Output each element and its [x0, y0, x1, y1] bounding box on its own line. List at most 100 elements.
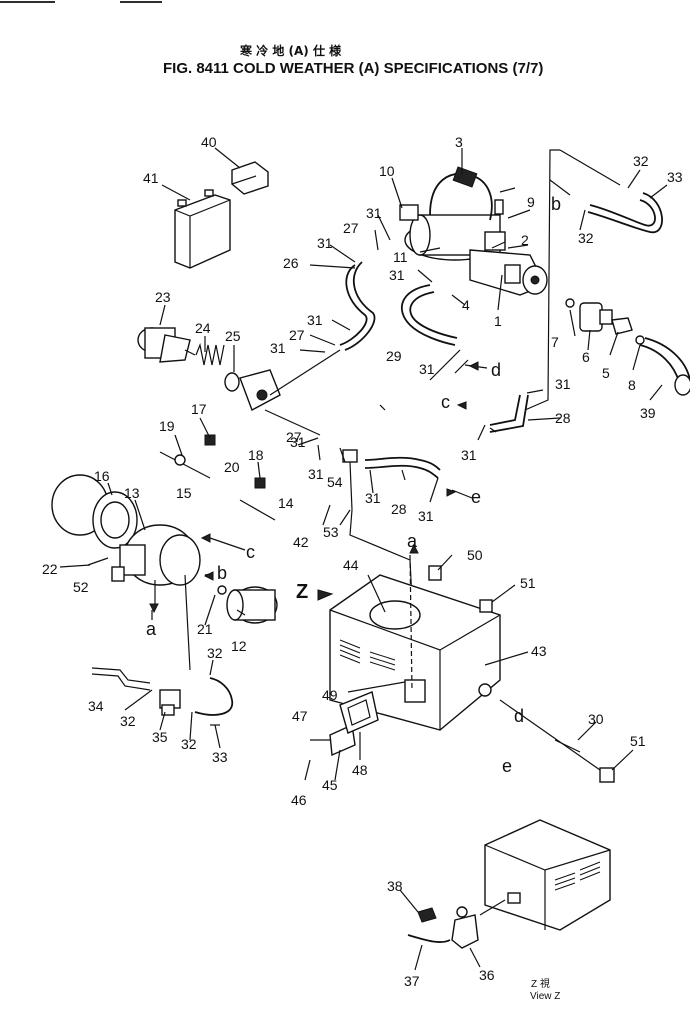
callout-46: 46 [291, 792, 307, 808]
callout-8: 8 [628, 377, 636, 393]
callout-45: 45 [322, 777, 338, 793]
hose-26 [339, 264, 368, 346]
hose-34-outer [91, 673, 151, 691]
callout-32b: 32 [578, 230, 594, 246]
callout-4: 4 [462, 297, 470, 313]
connector-line-b-top [524, 149, 560, 411]
view-z-caption: View Z [530, 991, 560, 1002]
callout-19: 19 [159, 418, 175, 434]
screw-18 [254, 477, 266, 489]
callout-39: 39 [640, 405, 656, 421]
hose-28-upper [489, 394, 521, 426]
callout-22: 22 [42, 561, 58, 577]
hose-39 [639, 344, 681, 386]
pipe-53-leader [349, 509, 413, 601]
callout-31a: 31 [366, 205, 382, 221]
callout-13: 13 [124, 485, 140, 501]
callout-16: 16 [94, 468, 110, 484]
callout-32a: 32 [633, 153, 649, 169]
callout-32e: 32 [181, 736, 197, 752]
callout-20: 20 [224, 459, 240, 475]
letter-b-top: b [551, 194, 561, 214]
leader-lines [59, 147, 668, 971]
callout-1: 1 [494, 313, 502, 329]
arrow-a-top [409, 543, 419, 554]
callout-31e: 31 [270, 340, 286, 356]
hose-37 [407, 934, 451, 943]
screw-17 [204, 434, 216, 446]
junction-plate [239, 349, 341, 436]
gasket-48-inner [347, 699, 371, 726]
callout-32c: 32 [207, 645, 223, 661]
callout-labels: 1 2 3 4 5 6 7 8 9 10 11 12 13 14 15 16 1… [42, 134, 683, 989]
callout-34: 34 [88, 698, 104, 714]
callout-31k: 31 [365, 490, 381, 506]
pump-23 [137, 327, 196, 363]
hose-39-end [674, 374, 690, 396]
callout-24: 24 [195, 320, 211, 336]
controller-unit-41 [174, 189, 231, 269]
arrow-d-top [468, 361, 479, 371]
fan-housing-16 [51, 474, 138, 549]
callout-15: 15 [176, 485, 192, 501]
bolt-52 [111, 566, 125, 582]
callout-51a: 51 [520, 575, 536, 591]
callout-27b: 27 [289, 327, 305, 343]
callout-5: 5 [602, 365, 610, 381]
z-arrow [317, 589, 334, 601]
spring-24 [195, 342, 225, 366]
hose-29 [400, 284, 456, 346]
hose-28-lower-outer [364, 464, 439, 479]
callout-31j: 31 [308, 466, 324, 482]
callout-33b: 33 [212, 749, 228, 765]
hose-28-lower [364, 456, 441, 471]
leader-de [499, 699, 601, 771]
arrow-a-lower [149, 603, 159, 614]
callout-31h: 31 [290, 434, 306, 450]
arrow-e [446, 488, 457, 497]
callout-44: 44 [343, 557, 359, 573]
callout-36: 36 [479, 967, 495, 983]
callout-43: 43 [531, 643, 547, 659]
callout-21: 21 [197, 621, 213, 637]
connection-letters: b d c e a c b a d e [146, 194, 561, 776]
view-z-caption-jp: Z 視 [531, 977, 550, 990]
callout-48: 48 [352, 762, 368, 778]
callout-31i: 31 [461, 447, 477, 463]
starter-assembly [399, 166, 548, 296]
letter-c-lower: c [246, 542, 255, 562]
callout-7: 7 [551, 334, 559, 350]
callout-51b: 51 [630, 733, 646, 749]
callout-50: 50 [467, 547, 483, 563]
ring-8 [635, 335, 645, 345]
hose-26-outer [344, 261, 376, 351]
callout-27a: 27 [343, 220, 359, 236]
callout-10: 10 [379, 163, 395, 179]
pipe-53 [349, 461, 353, 511]
callout-6: 6 [582, 349, 590, 365]
callout-2: 2 [521, 232, 529, 248]
motor-12 [226, 586, 278, 624]
letter-e-lower: e [502, 756, 512, 776]
letter-d-top: d [491, 360, 501, 380]
callout-31g: 31 [555, 376, 571, 392]
letter-a-lower: a [146, 619, 157, 639]
arrow-c-lower [200, 533, 211, 543]
callout-49: 49 [322, 687, 338, 703]
hose-28-upper-outer [489, 394, 529, 433]
pin-22 [87, 557, 109, 566]
adapter-5 [611, 317, 633, 335]
callout-18: 18 [248, 447, 264, 463]
valve-6 [579, 302, 613, 332]
view-z-label: Z [296, 581, 308, 603]
hose-39-outer [644, 337, 690, 381]
dashed-line-a [409, 554, 413, 691]
title-japanese: 寒 冷 地 (A) 仕 様 [239, 43, 342, 58]
callout-3: 3 [455, 134, 463, 150]
callout-53: 53 [323, 524, 339, 540]
o-ring-25 [224, 372, 240, 392]
clip-14 [239, 499, 276, 521]
callout-35: 35 [152, 729, 168, 745]
callout-11: 11 [393, 249, 408, 265]
washer-21 [217, 585, 227, 595]
